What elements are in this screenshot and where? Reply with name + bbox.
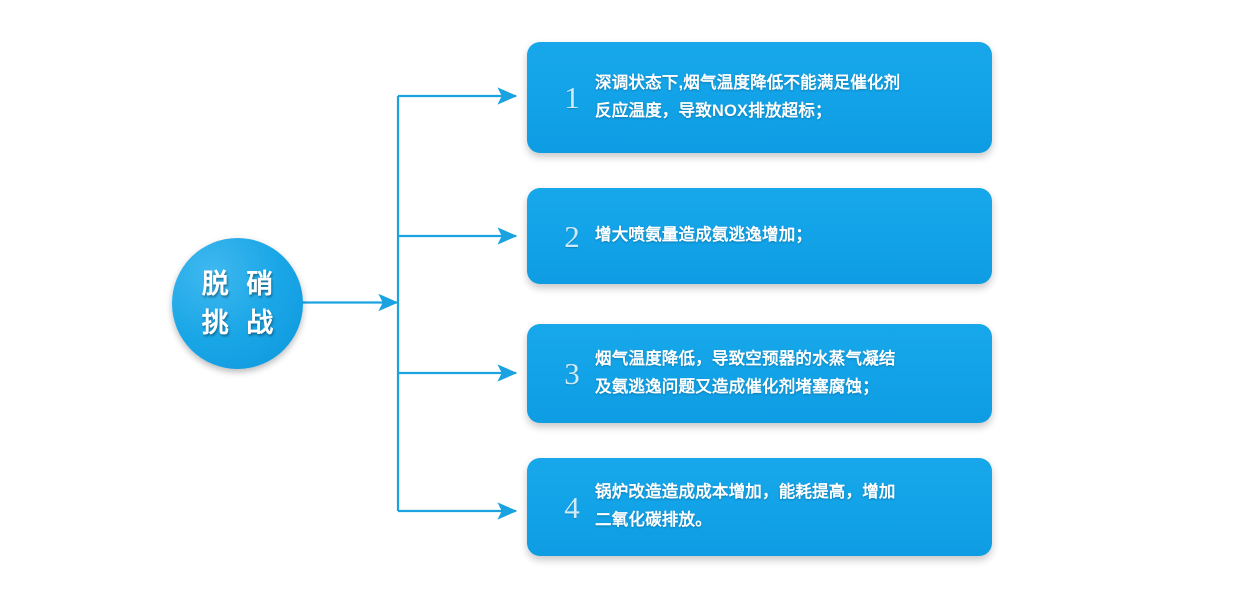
item-text-line: 反应温度，导致NOX排放超标； (595, 101, 832, 120)
hub-circle[interactable]: 脱 硝 挑 战 (172, 238, 303, 369)
item-number-3: 3 (564, 356, 580, 391)
item-text-line: 锅炉改造造成成本增加，能耗提高，增加 (595, 483, 896, 502)
item-text-line: 二氧化碳排放。 (595, 511, 712, 529)
item-text-line: 及氨逃逸问题又造成催化剂堵塞腐蚀； (595, 377, 879, 396)
challenge-item-2[interactable]: 2 增大喷氨量造成氨逃逸增加； (527, 188, 992, 284)
item-text-line: 增大喷氨量造成氨逃逸增加； (595, 226, 813, 245)
hub-label-line-2: 挑 战 (201, 307, 279, 338)
challenge-item-3[interactable]: 3 烟气温度降低，导致空预器的水蒸气凝结 及氨逃逸问题又造成催化剂堵塞腐蚀； (527, 324, 992, 423)
item-number-1: 1 (564, 80, 580, 115)
item-text-line: 深调状态下,烟气温度降低不能满足催化剂 (595, 73, 901, 92)
item-text-4: 锅炉改造造成成本增加，能耗提高，增加 二氧化碳排放。 (589, 479, 976, 534)
challenge-item-4[interactable]: 4 锅炉改造造成成本增加，能耗提高，增加 二氧化碳排放。 (527, 458, 992, 556)
item-text-3: 烟气温度降低，导致空预器的水蒸气凝结 及氨逃逸问题又造成催化剂堵塞腐蚀； (589, 346, 976, 401)
item-number-4: 4 (564, 489, 580, 525)
item-text-line: 烟气温度降低，导致空预器的水蒸气凝结 (595, 349, 896, 368)
item-text-2: 增大喷氨量造成氨逃逸增加； (589, 222, 976, 250)
hub-label-line-1: 脱 硝 (201, 269, 279, 300)
challenge-item-1[interactable]: 1 深调状态下,烟气温度降低不能满足催化剂 反应温度，导致NOX排放超标； (527, 42, 992, 153)
item-text-1: 深调状态下,烟气温度降低不能满足催化剂 反应温度，导致NOX排放超标； (589, 70, 976, 125)
item-number-2: 2 (564, 218, 580, 254)
